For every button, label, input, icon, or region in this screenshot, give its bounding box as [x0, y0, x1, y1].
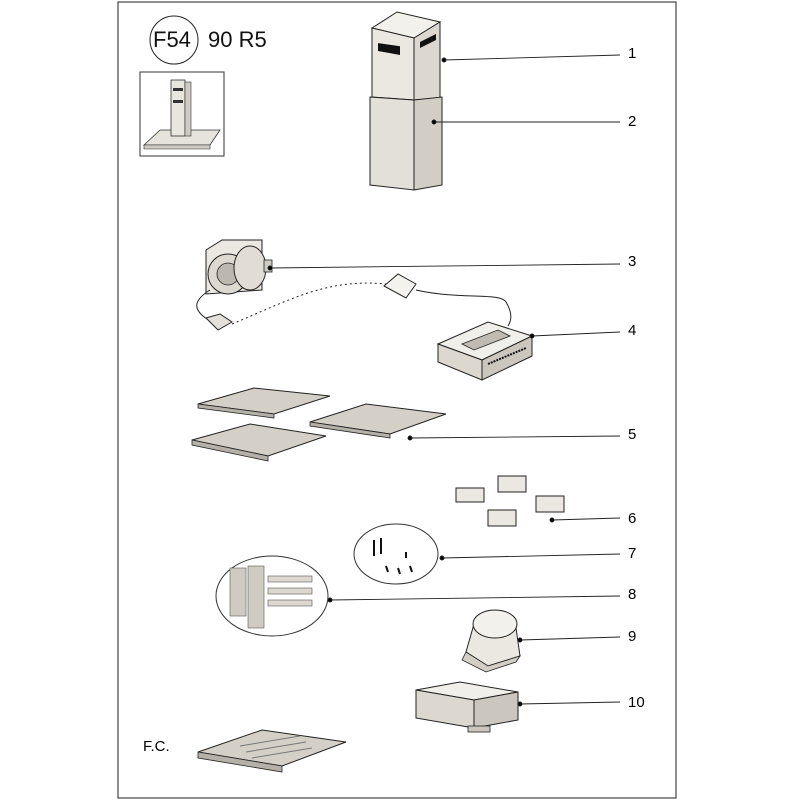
air-deflector: [415, 681, 519, 733]
callout-7: 7: [628, 545, 637, 562]
callout-2: 2: [628, 113, 637, 130]
model-badge-circle: [149, 15, 199, 65]
control-box: [436, 321, 534, 381]
cable-connector: [383, 273, 417, 299]
mounting-brackets: [455, 475, 565, 527]
charcoal-filter: [197, 729, 347, 773]
page-frame: [117, 1, 677, 799]
callout-9: 9: [628, 628, 637, 645]
documentation-kit: [215, 555, 329, 637]
callout-3: 3: [628, 253, 637, 270]
motor-blower: [196, 239, 273, 331]
grease-filters: [191, 387, 447, 462]
air-outlet-flange: [461, 609, 521, 673]
model-prefix: F54: [153, 27, 191, 52]
callout-10: 10: [628, 694, 645, 711]
callout-8: 8: [628, 586, 637, 603]
callout-1: 1: [628, 45, 637, 62]
callout-5: 5: [628, 426, 637, 443]
motor-cable: [231, 282, 395, 325]
model-suffix: 90 R5: [208, 27, 267, 52]
hood-thumbnail: [139, 71, 225, 157]
chimney-assembly: [369, 11, 443, 191]
callout-6: 6: [628, 510, 637, 527]
fc-label: F.C.: [143, 738, 170, 755]
callout-4: 4: [628, 322, 637, 339]
screw-kit: [353, 523, 439, 585]
control-cable: [415, 289, 512, 327]
leader-lines: [267, 54, 621, 707]
